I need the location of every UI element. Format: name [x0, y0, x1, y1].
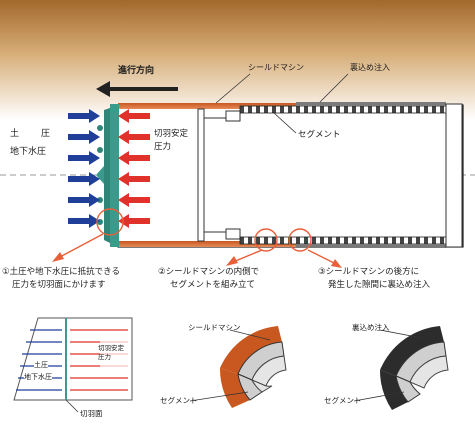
detail3-bottom-label: セグメント — [324, 396, 362, 405]
direction-label: 進行方向 — [118, 66, 155, 76]
face-pressure-label: 切羽安定圧力 — [154, 129, 189, 152]
direction-arrow-icon — [96, 81, 178, 97]
detail-backfill-injection — [353, 326, 449, 410]
callout-circle-backfill — [288, 228, 312, 252]
detail1-earth-label: 土圧 — [34, 360, 48, 370]
backfill-layer-bottom — [296, 244, 446, 248]
caption-step3: ③シールドマシンの後方に 発生した隙間に裏込め注入 — [318, 267, 431, 290]
detail-face-pressure — [13, 317, 133, 413]
segment-label: セグメント — [298, 130, 341, 140]
detail-segment-assembly — [189, 326, 287, 408]
groundwater-pressure-label: 地下水圧 — [10, 147, 47, 157]
cutter-face — [96, 104, 119, 247]
shield-shell-bottom — [118, 241, 296, 247]
blue-arrow-icon — [68, 214, 100, 228]
soil-background — [0, 0, 475, 120]
detail1-groundwater-label: 地下水圧 — [24, 372, 52, 382]
callout-circle-segment — [254, 228, 278, 252]
tunnel-body — [117, 102, 464, 248]
red-arrow-icon — [118, 151, 150, 165]
earth-pressure-label: 土圧 — [10, 129, 73, 139]
blue-arrow-icon — [68, 130, 100, 144]
detail2-top-label: シールドマシン — [188, 323, 241, 332]
face-pressure-arrows — [118, 109, 150, 228]
red-arrow-icon — [118, 109, 150, 123]
earth-pressure-arrows — [68, 109, 100, 228]
blue-arrow-icon — [68, 172, 100, 186]
backfill-layer-top — [296, 102, 446, 106]
callout-arrows — [52, 233, 342, 268]
shield-shell-top — [118, 103, 296, 109]
detail1-face-label: 切羽安定圧力 — [98, 344, 124, 361]
red-arrow-icon — [118, 172, 150, 186]
caption-step1: ①土圧や地下水圧に抵抗できる 圧力を切羽面にかけます — [2, 267, 120, 290]
caption-step2: ②シールドマシンの内側で セグメントを組み立て — [158, 267, 260, 290]
blue-arrow-icon — [68, 193, 100, 207]
red-arrow-icon — [118, 193, 150, 207]
detail2-bottom-label: セグメント — [160, 396, 198, 405]
segment-ring-top — [239, 105, 447, 114]
segment-label-leader — [273, 112, 297, 134]
backfill-label: 裏込め注入 — [350, 63, 390, 72]
detail3-top-label: 裏込め注入 — [352, 323, 390, 332]
detail1-bottom-label: 切羽面 — [80, 409, 103, 418]
shield-label-leader — [215, 73, 251, 104]
callout-circle-face — [96, 208, 124, 236]
red-arrow-icon — [118, 130, 150, 144]
blue-arrow-icon — [68, 151, 100, 165]
blue-arrow-icon — [68, 109, 100, 123]
backfill-label-leader — [319, 73, 349, 103]
segment-ring-bottom — [239, 236, 447, 245]
shield-machine-label: シールドマシン — [248, 63, 304, 72]
